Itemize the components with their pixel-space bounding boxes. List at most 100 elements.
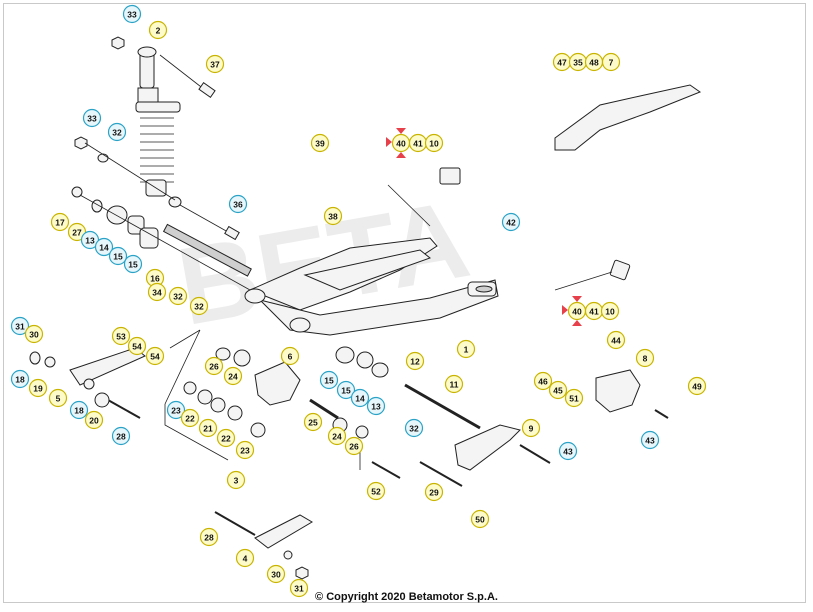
callout-54b[interactable]: 54 [145,346,165,366]
callout-52[interactable]: 52 [366,481,386,501]
callout-18a[interactable]: 18 [10,369,30,389]
callout-22a[interactable]: 22 [180,408,200,428]
callout-15b[interactable]: 15 [123,254,143,274]
callout-circle [310,133,330,153]
callout-38[interactable]: 38 [323,206,343,226]
callout-10b[interactable]: 10 [600,301,620,321]
callout-39[interactable]: 39 [310,133,330,153]
callout-28b[interactable]: 28 [199,527,219,547]
callout-37[interactable]: 37 [205,54,225,74]
callout-15a[interactable]: 15 [108,246,128,266]
callout-20[interactable]: 20 [84,410,104,430]
callout-14b[interactable]: 14 [350,388,370,408]
callout-16[interactable]: 16 [145,268,165,288]
callout-label: 9 [529,424,534,434]
callout-6[interactable]: 6 [280,346,300,366]
callout-12[interactable]: 12 [405,351,425,371]
callout-14a[interactable]: 14 [94,237,114,257]
callout-circle [10,369,30,389]
callout-label: 15 [128,260,138,270]
callout-34[interactable]: 34 [147,282,167,302]
callout-2[interactable]: 2 [148,20,168,40]
callout-24b[interactable]: 24 [327,426,347,446]
callout-circle [82,108,102,128]
callout-15d[interactable]: 15 [336,380,356,400]
callout-32a[interactable]: 32 [107,122,127,142]
callout-48[interactable]: 48 [584,52,604,72]
callout-15c[interactable]: 15 [319,370,339,390]
callout-circle [424,133,444,153]
callout-21[interactable]: 21 [198,418,218,438]
callout-13b[interactable]: 13 [366,396,386,416]
callout-label: 15 [324,376,334,386]
callout-26b[interactable]: 26 [344,436,364,456]
callout-25[interactable]: 25 [303,412,323,432]
callout-circle [600,301,620,321]
callout-47[interactable]: 47 [552,52,572,72]
callout-18b[interactable]: 18 [69,400,89,420]
callout-5[interactable]: 5 [48,388,68,408]
callout-label: 48 [589,58,599,68]
callout-24a[interactable]: 24 [223,366,243,386]
callout-17[interactable]: 17 [50,212,70,232]
callout-29[interactable]: 29 [424,482,444,502]
callout-32c[interactable]: 32 [189,296,209,316]
callout-label: 6 [288,352,293,362]
callout-23b[interactable]: 23 [235,440,255,460]
callout-circle [404,418,424,438]
callout-43a[interactable]: 43 [640,430,660,450]
callout-7[interactable]: 7 [601,52,621,72]
callout-40b[interactable]: 40 [567,301,587,321]
callout-26a[interactable]: 26 [204,356,224,376]
callout-label: 22 [185,414,195,424]
callout-3[interactable]: 3 [226,470,246,490]
callout-41a[interactable]: 41 [408,133,428,153]
callout-label: 52 [371,487,381,497]
callout-31b[interactable]: 31 [289,578,309,598]
callout-40a[interactable]: 40 [391,133,411,153]
callout-19[interactable]: 19 [28,378,48,398]
callout-label: 44 [611,336,621,346]
callout-31a[interactable]: 31 [10,316,30,336]
marker-right-up [572,296,582,302]
callout-8[interactable]: 8 [635,348,655,368]
callout-label: 23 [171,406,181,416]
callout-28a[interactable]: 28 [111,426,131,446]
callout-50[interactable]: 50 [470,509,490,529]
callout-27[interactable]: 27 [67,222,87,242]
callout-44[interactable]: 44 [606,330,626,350]
callout-33b[interactable]: 33 [82,108,102,128]
callout-label: 47 [557,58,567,68]
callout-41b[interactable]: 41 [584,301,604,321]
callout-22b[interactable]: 22 [216,428,236,448]
callout-49[interactable]: 49 [687,376,707,396]
callout-32d[interactable]: 32 [404,418,424,438]
callout-30a[interactable]: 30 [24,324,44,344]
callout-35[interactable]: 35 [568,52,588,72]
callout-53[interactable]: 53 [111,326,131,346]
callout-36[interactable]: 36 [228,194,248,214]
bolt-52 [371,461,401,479]
callout-label: 17 [55,218,65,228]
callout-9[interactable]: 9 [521,418,541,438]
callout-circle [533,371,553,391]
callout-label: 40 [396,139,406,149]
callout-30b[interactable]: 30 [266,564,286,584]
callout-43b[interactable]: 43 [558,441,578,461]
callout-10a[interactable]: 10 [424,133,444,153]
callout-1[interactable]: 1 [456,339,476,359]
callout-51[interactable]: 51 [564,388,584,408]
callout-label: 31 [15,322,25,332]
callout-33a[interactable]: 33 [122,4,142,24]
callout-label: 10 [605,307,615,317]
callout-4[interactable]: 4 [235,548,255,568]
callout-32b[interactable]: 32 [168,286,188,306]
callout-label: 54 [132,342,142,352]
callout-46[interactable]: 46 [533,371,553,391]
callout-23a[interactable]: 23 [166,400,186,420]
callout-11[interactable]: 11 [444,374,464,394]
callout-42[interactable]: 42 [501,212,521,232]
callout-label: 4 [243,554,248,564]
callout-45[interactable]: 45 [548,380,568,400]
callout-54a[interactable]: 54 [127,336,147,356]
